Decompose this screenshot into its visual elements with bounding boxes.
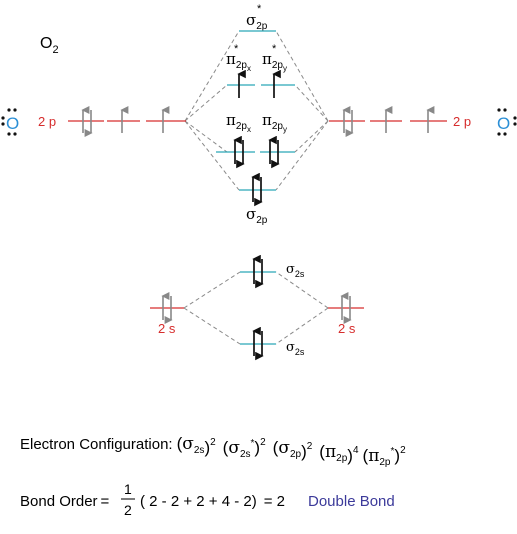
correlation-lines [183, 30, 329, 345]
atomic-2p-label-right: 2 p [453, 114, 471, 129]
atomic-2s-left: 2 s [150, 292, 184, 336]
orbital-label: π2px [226, 111, 251, 134]
bond-order-expression: ( 2 - 2 + 2 + 4 - 2)= 2 [140, 493, 285, 510]
lone-pair-dot [1, 122, 5, 126]
orbital-label: π2py [262, 50, 287, 73]
fraction-numerator: 1 [124, 481, 132, 497]
lone-pair-dot [497, 132, 501, 136]
molecule-label: O2 [40, 35, 59, 56]
atom-left-symbol: O [6, 114, 19, 133]
fraction-denominator: 2 [124, 502, 132, 518]
lone-pair-dot [513, 122, 517, 126]
electron-config-text: Electron Configuration:(σ2s)2(σ2s*)2(σ2p… [20, 434, 406, 468]
orbital-sigma2s-star: σ2s [240, 254, 305, 289]
orbital-star: * [272, 43, 277, 55]
orbital-label: σ2p [246, 205, 268, 226]
lone-pair-dot [1, 116, 5, 120]
lone-pair-dot [13, 132, 17, 136]
orbital-label: σ2s [286, 340, 305, 357]
orbital-label: σ2s [286, 262, 305, 279]
orbital-label: π2px [226, 50, 251, 73]
atomic-2s-right: 2 s [328, 292, 364, 336]
atom-right-symbol: O [497, 114, 510, 133]
orbital-pi2p: π2px π2py [216, 111, 295, 169]
lone-pair-dot [13, 108, 17, 112]
bond-order: Bond Order= 1 2 ( 2 - 2 + 2 + 4 - 2)= 2 … [20, 481, 395, 518]
lone-pair-dot [497, 108, 501, 112]
atom-right-lewis: O [497, 108, 517, 136]
bond-order-lhs: Bond Order= [20, 493, 110, 510]
atomic-2p-label-left: 2 p [38, 114, 56, 129]
atomic-2p-orbitals-right [329, 106, 447, 137]
orbital-pi2p-star: π2px * π2py * [226, 43, 295, 98]
orbital-label: σ2p [246, 11, 268, 32]
orbital-sigma2p: σ2p [239, 172, 276, 226]
atomic-2s-label-left: 2 s [158, 321, 176, 336]
orbital-sigma2p-star: σ2p * [239, 3, 276, 32]
electron-configuration: Electron Configuration:(σ2s)2(σ2s*)2(σ2p… [20, 434, 406, 468]
atomic-2s-label-right: 2 s [338, 321, 356, 336]
orbital-label: π2py [262, 111, 287, 134]
orbital-star: * [257, 3, 262, 15]
orbital-sigma2s: σ2s [240, 326, 305, 361]
lone-pair-dot [503, 108, 507, 112]
lone-pair-dot [503, 132, 507, 136]
lone-pair-dot [7, 108, 11, 112]
atom-left-lewis: O [1, 108, 19, 136]
orbital-star: * [234, 43, 239, 55]
lone-pair-dot [7, 132, 11, 136]
atomic-2p-orbitals-left [68, 106, 186, 137]
bond-type-label: Double Bond [308, 493, 395, 510]
lone-pair-dot [513, 116, 517, 120]
